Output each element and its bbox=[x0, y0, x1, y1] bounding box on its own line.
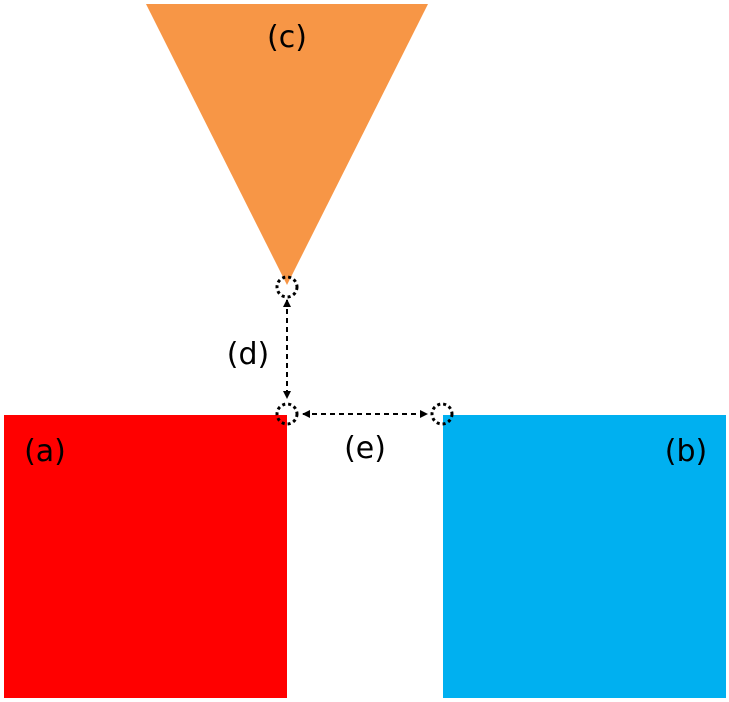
label-d: (d) bbox=[227, 337, 269, 372]
corner-marker-square-a bbox=[275, 402, 299, 426]
corner-marker-square-b bbox=[430, 402, 454, 426]
square-b bbox=[443, 415, 726, 698]
label-b: (b) bbox=[665, 434, 707, 469]
label-c: (c) bbox=[267, 20, 307, 55]
square-a bbox=[4, 415, 287, 698]
label-a: (a) bbox=[24, 434, 66, 469]
label-e: (e) bbox=[344, 431, 386, 466]
corner-marker-triangle-tip bbox=[275, 275, 299, 299]
triangle-c bbox=[146, 4, 428, 285]
